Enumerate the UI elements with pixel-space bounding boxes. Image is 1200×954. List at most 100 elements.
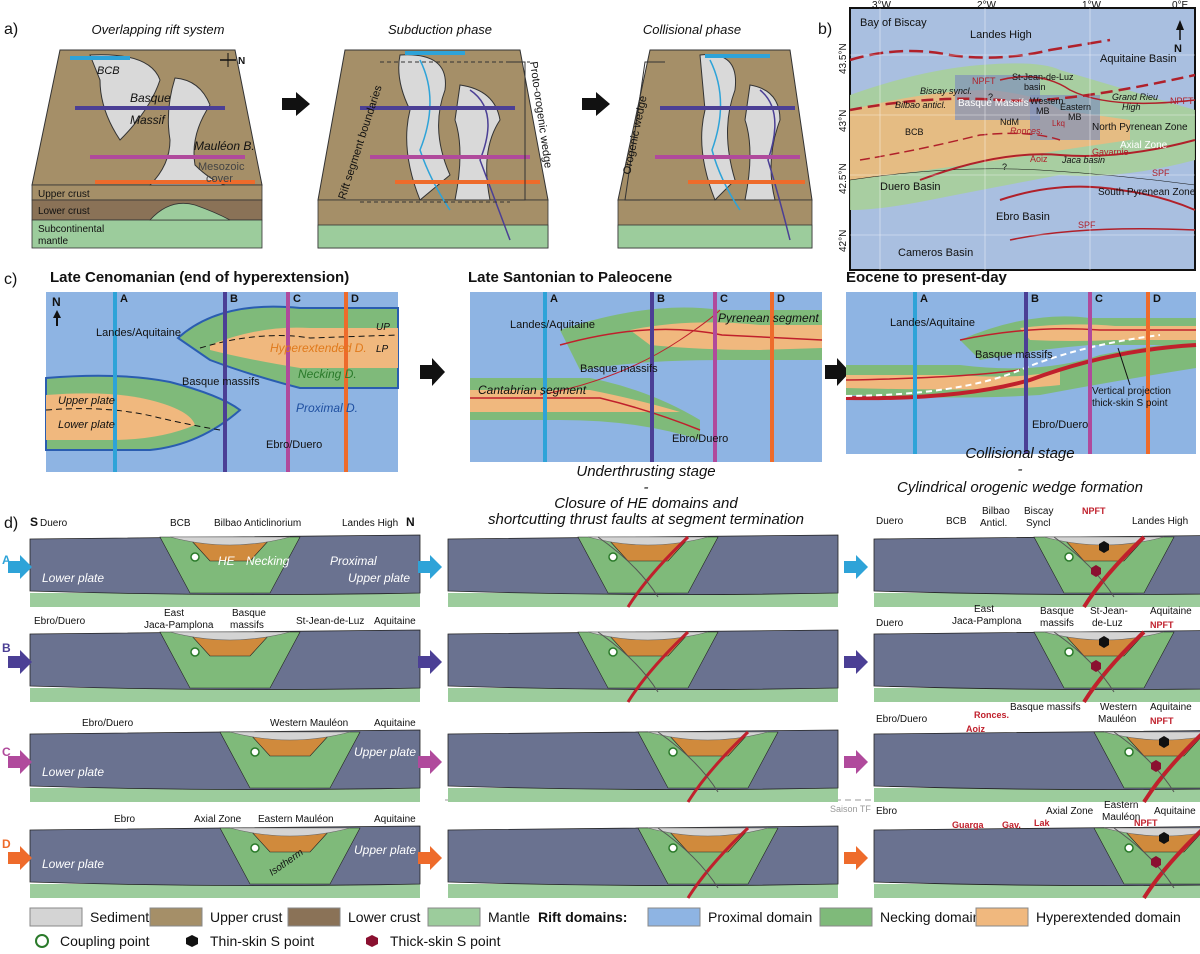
- b-aoiz: Aoiz: [1030, 154, 1048, 164]
- b-stjean-2: basin: [1024, 82, 1046, 92]
- c3-section-c: C: [1095, 293, 1103, 305]
- a-arrow-1: [282, 92, 310, 116]
- d-a-duero: Duero: [40, 518, 68, 529]
- thin-skin-point-icon: [1159, 736, 1169, 748]
- b-biscay: Biscay syncl.: [920, 86, 972, 96]
- c-stage3-1: Collisional stage: [965, 445, 1074, 462]
- b-spf: SPF: [1152, 168, 1170, 178]
- d3-c-aoiz: Aoiz: [966, 724, 985, 734]
- d3-a-bcb: BCB: [946, 516, 967, 527]
- legend-necking-swatch: [819, 907, 873, 927]
- panel-letter-c: c): [4, 271, 17, 288]
- d-c-lower: Lower plate: [42, 765, 104, 779]
- d-d-em: Eastern Mauléon: [258, 814, 334, 825]
- coupling-point-icon: [1124, 747, 1134, 757]
- row-arrow-icon: [418, 750, 442, 774]
- c2-section-d: D: [777, 293, 785, 305]
- legend-thick: Thick-skin S point: [390, 933, 501, 949]
- cross-section-1-1: [447, 629, 839, 703]
- d-d-lower: Lower plate: [42, 857, 104, 871]
- b-q1: ?: [988, 92, 993, 102]
- d3-b-stjean-1: St-Jean-: [1090, 606, 1128, 617]
- d-cross-sections: [8, 534, 1200, 900]
- c-map-2: A B C D Landes/Aquitaine Basque massifs …: [470, 292, 823, 462]
- b-lat-1: 43°N: [838, 110, 849, 132]
- d3-b-basque-2: massifs: [1040, 618, 1074, 629]
- c2-pyrenean: Pyrenean segment: [718, 311, 819, 325]
- d-a-bilbao: Bilbao Anticlinorium: [214, 518, 301, 529]
- d-b-east-2: Jaca-Pamplona: [144, 620, 214, 631]
- d-n-label: N: [406, 515, 415, 529]
- panel-a: Overlapping rift system Subduction phase…: [31, 22, 813, 249]
- d3-d-aquitaine: Aquitaine: [1154, 806, 1196, 817]
- b-gavarnie: Gavarnie: [1092, 147, 1129, 157]
- a-arrow-2: [582, 92, 610, 116]
- c2-section-a: A: [550, 293, 558, 305]
- d-b-aquitaine: Aquitaine: [374, 616, 416, 627]
- c3-section-d: D: [1153, 293, 1161, 305]
- d-d-axial: Axial Zone: [194, 814, 242, 825]
- c-map-3: A B C D Landes/Aquitaine Basque massifs …: [845, 292, 1197, 454]
- legend-coupling: Coupling point: [60, 933, 150, 949]
- coupling-point-icon: [190, 647, 200, 657]
- a-upper-crust: Upper crust: [38, 189, 90, 200]
- legend-necking: Necking domain: [880, 909, 980, 925]
- b-lon-1: 2°W: [977, 0, 997, 11]
- d-s-label: S: [30, 515, 38, 529]
- b-lat-0: 43.5°N: [838, 43, 849, 74]
- d3-a-duero: Duero: [876, 516, 904, 527]
- b-duero: Duero Basin: [880, 181, 941, 193]
- b-lon-3: 0°E: [1172, 0, 1189, 11]
- panel-letter-b: b): [818, 21, 832, 38]
- a-meso-2: cover: [206, 173, 233, 185]
- c1-landes: Landes/Aquitaine: [96, 327, 181, 339]
- legend-upper: Upper crust: [210, 909, 282, 925]
- d-b-ebro: Ebro/Duero: [34, 616, 86, 627]
- d3-d-ebro: Ebro: [876, 806, 898, 817]
- d-b-basque-2: massifs: [230, 620, 264, 631]
- d-row-markers: A B C D: [2, 553, 11, 851]
- coupling-point-icon: [190, 552, 200, 562]
- d-c-ebro: Ebro/Duero: [82, 718, 134, 729]
- rift-block-3: Orogenic wedge: [617, 49, 813, 249]
- legend-proximal-swatch: [647, 907, 701, 927]
- rift-block-2: Rift segment boundaries Proto-orogenic w…: [317, 49, 554, 249]
- cross-section-0-1: [447, 534, 839, 608]
- legend-lower: Lower crust: [348, 909, 420, 925]
- d3-a-biscay-2: Syncl: [1026, 518, 1050, 529]
- legend-hyper-swatch: [975, 907, 1029, 927]
- d3-d-gav: Gav.: [1002, 820, 1021, 830]
- c1-lower-plate: Lower plate: [58, 419, 115, 431]
- row-arrow-icon: [844, 750, 868, 774]
- b-ronces: Ronces.: [1010, 126, 1043, 136]
- row-arrow-icon: [8, 846, 32, 870]
- d3-a-biscay-1: Biscay: [1024, 506, 1053, 517]
- d3-b-npft: NPFT: [1150, 620, 1174, 630]
- c2-ebro: Ebro/Duero: [672, 433, 728, 445]
- d-row-b: B: [2, 641, 11, 655]
- d-a-proximal: Proximal: [330, 554, 377, 568]
- legend-sediments: Sediments: [90, 909, 156, 925]
- b-ndm: NdM: [1000, 117, 1019, 127]
- b-lat-2: 42.5°N: [838, 163, 849, 194]
- a-mantle-2: mantle: [38, 236, 68, 247]
- d-row-d: D: [2, 837, 11, 851]
- a-meso-1: Mesozoic: [198, 161, 245, 173]
- d-c-wm: Western Mauléon: [270, 718, 348, 729]
- panel-c: Late Cenomanian (end of hyperextension) …: [45, 269, 1197, 528]
- legend: Sediments Upper crust Lower crust Mantle…: [29, 907, 1181, 949]
- d3-c-ronces: Ronces.: [974, 710, 1009, 720]
- c-map-1: A B C D N Landes/Aquitaine Basque massif…: [45, 292, 399, 472]
- d-d-ebro: Ebro: [114, 814, 136, 825]
- b-stjean-1: St-Jean-de-Luz: [1012, 72, 1074, 82]
- d3-d-em-2: Mauléon: [1102, 812, 1140, 823]
- b-lon-0: 3°W: [872, 0, 892, 11]
- d3-d-guarga: Guarga: [952, 820, 985, 830]
- thick-skin-point-icon: [366, 935, 378, 947]
- d-row-a: A: [2, 553, 11, 567]
- d3-c-wm-2: Mauléon: [1098, 714, 1136, 725]
- b-grandrieu-1: Grand Rieu: [1112, 92, 1158, 102]
- b-npft-2: NPFT: [1170, 96, 1194, 106]
- thin-skin-point-icon: [1099, 541, 1109, 553]
- coupling-point-icon: [1064, 552, 1074, 562]
